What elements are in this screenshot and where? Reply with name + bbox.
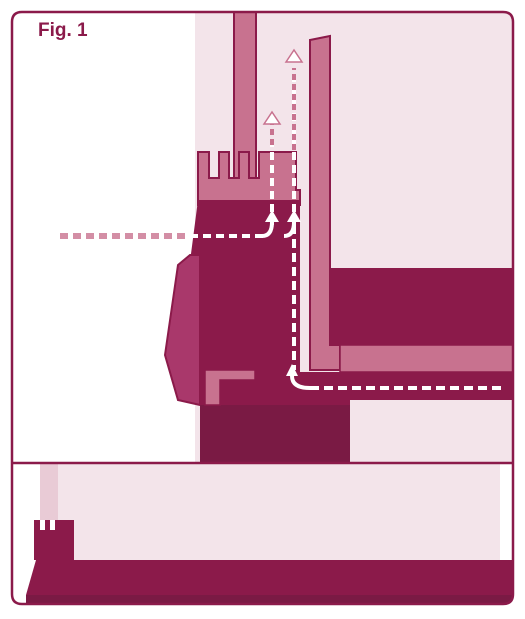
- lower-box: [200, 405, 350, 463]
- tray: [300, 268, 513, 400]
- figure-label: Fig. 1: [38, 20, 88, 41]
- base-platform: [26, 560, 513, 595]
- outer-frame: [10, 10, 515, 606]
- arrowhead-icon: [265, 210, 279, 222]
- comb-top: [197, 151, 301, 206]
- arrowhead-icon: [262, 110, 282, 125]
- tray-lip: [339, 344, 513, 373]
- l-strip: [204, 369, 256, 406]
- arrowhead-icon: [286, 364, 298, 376]
- base-side-view: [12, 463, 513, 604]
- cross-section-view: [12, 12, 513, 463]
- arrowhead-icon: [287, 210, 301, 222]
- side-tab: [163, 254, 201, 407]
- arrowhead-icon: [284, 48, 304, 63]
